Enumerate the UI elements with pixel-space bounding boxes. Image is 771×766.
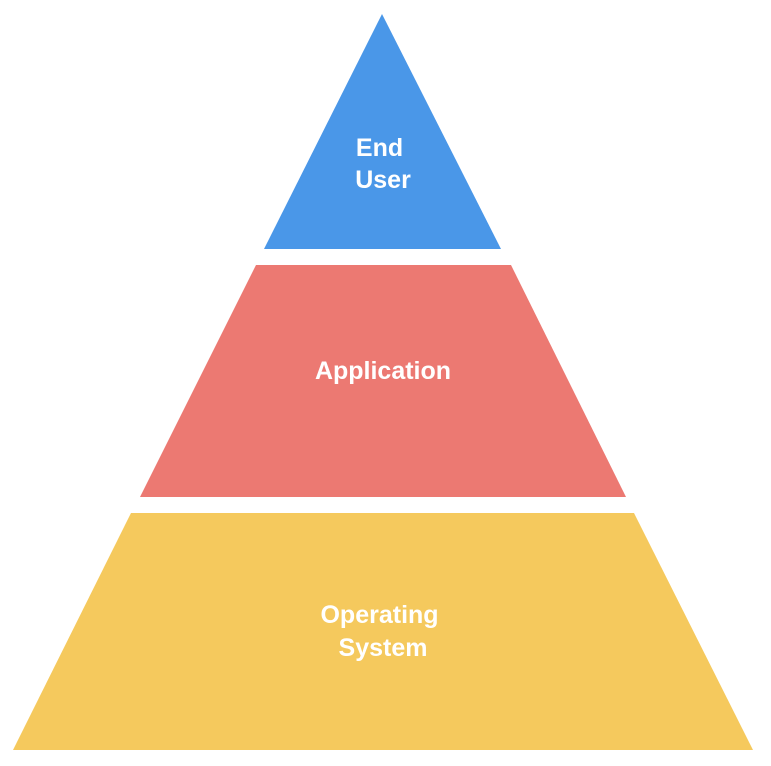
tier-end-user-label-line-1: End bbox=[356, 134, 403, 162]
tier-end-user-label-line-2: User bbox=[355, 166, 411, 194]
tier-application: Application bbox=[140, 265, 626, 497]
tier-application-label: Application bbox=[315, 357, 451, 385]
tier-operating-system-label: Operating System bbox=[320, 601, 445, 662]
tier-operating-system-label-line-2: System bbox=[339, 634, 428, 662]
tier-application-shape bbox=[140, 265, 626, 497]
tier-end-user-shape bbox=[264, 14, 501, 249]
tier-application-label-line-1: Application bbox=[315, 357, 451, 385]
tier-operating-system-label-line-1: Operating bbox=[320, 601, 438, 629]
tier-end-user: End User bbox=[264, 14, 501, 249]
tier-operating-system-shape bbox=[13, 513, 753, 750]
tier-end-user-label: End User bbox=[355, 134, 411, 194]
tier-operating-system: Operating System bbox=[13, 513, 753, 750]
